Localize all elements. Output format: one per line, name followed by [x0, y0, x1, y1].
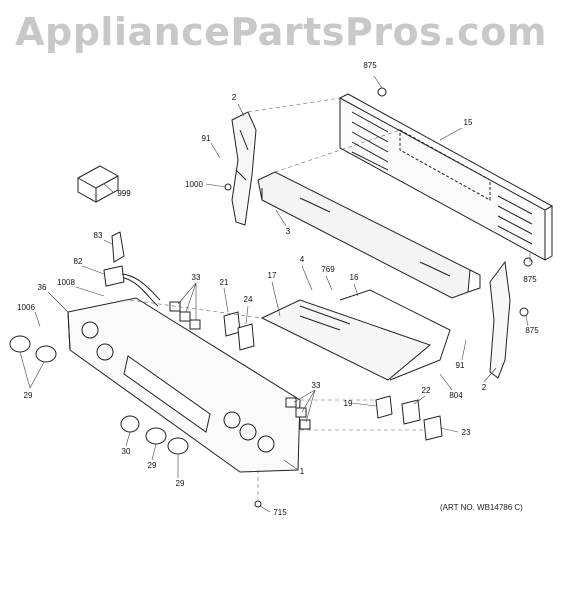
callout-labels: 875 2 15 91 999 1000 3 83 82 1008 36 100…	[17, 61, 539, 517]
callout-label: 17	[268, 271, 277, 280]
callout-label: 1008	[57, 278, 75, 287]
back-panel-drawing	[339, 93, 554, 261]
callout-label: 1	[300, 467, 305, 476]
connector-block-drawing	[77, 165, 119, 203]
callout-label: 2	[232, 93, 237, 102]
callout-label: 804	[449, 391, 463, 400]
callout-label: 82	[74, 257, 83, 266]
callout-label: 875	[523, 275, 537, 284]
alignment-lines	[129, 97, 424, 500]
knobs-drawing	[9, 335, 189, 455]
callout-label: 36	[38, 283, 47, 292]
leader-lines	[19, 75, 531, 513]
screws-drawing	[224, 87, 533, 508]
wire-harness-drawing	[103, 231, 161, 307]
callout-label: 1006	[17, 303, 35, 312]
callout-label: 21	[220, 278, 229, 287]
callout-label: 999	[117, 189, 131, 198]
callout-label: 3	[286, 227, 291, 236]
callout-label: 875	[525, 326, 539, 335]
art-number: (ART NO. WB14786 C)	[440, 503, 523, 512]
callout-label: 4	[300, 255, 305, 264]
left-side-bracket-drawing	[231, 111, 257, 226]
callout-label: 769	[321, 265, 335, 274]
callout-label: 23	[462, 428, 471, 437]
callout-label: 91	[456, 361, 465, 370]
callout-label: 29	[148, 461, 157, 470]
callout-label: 33	[312, 381, 321, 390]
callout-label: 83	[94, 231, 103, 240]
pushbuttons-drawing	[169, 301, 311, 430]
callout-label: 33	[192, 273, 201, 282]
callout-label: 16	[350, 273, 359, 282]
switches-drawing	[223, 311, 443, 441]
callout-label: 15	[464, 118, 473, 127]
callout-label: 91	[202, 134, 211, 143]
callout-label: 2	[482, 383, 487, 392]
callout-label: 22	[422, 386, 431, 395]
right-side-bracket-drawing	[489, 260, 511, 379]
watermark: AppliancePartsPros.com	[15, 10, 547, 54]
display-board-drawing	[260, 289, 451, 381]
callout-label: 19	[344, 399, 353, 408]
callout-label: 29	[176, 479, 185, 488]
callout-label: 29	[24, 391, 33, 400]
callout-label: 1000	[185, 180, 203, 189]
callout-label: 875	[363, 61, 377, 70]
callout-label: 715	[273, 508, 287, 517]
callout-label: 30	[122, 447, 131, 456]
control-panel-drawing	[67, 297, 301, 473]
callout-label: 24	[244, 295, 253, 304]
